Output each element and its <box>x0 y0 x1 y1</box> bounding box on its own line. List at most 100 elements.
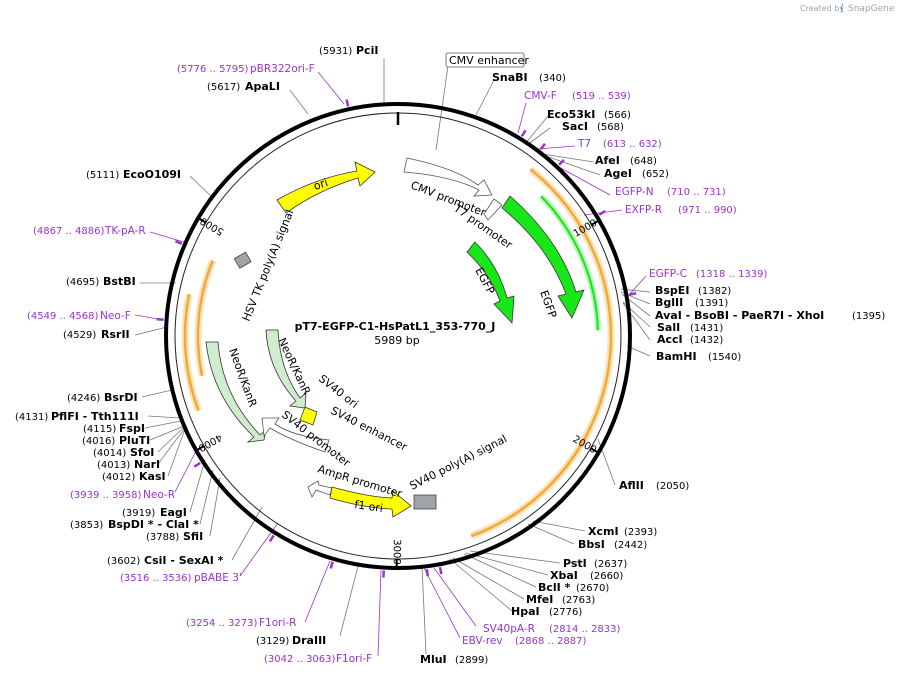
site-name: AvaI - BsoBI - PaeR7I - XhoI <box>655 309 824 322</box>
feature-sv40-enhancer: SV40 enhancer <box>329 404 410 454</box>
site-pos: (1540) <box>708 352 741 363</box>
neor-outer-arrow <box>205 341 267 443</box>
site-pos: (4014) <box>93 448 126 459</box>
primer-name: EGFP-C <box>649 268 687 280</box>
site-name: XcmI <box>588 525 619 538</box>
primer-name: EBV-rev <box>462 635 503 647</box>
credit-brand: SnapGene <box>848 4 895 14</box>
ampr-promoter-arrow <box>307 480 333 498</box>
site-name: SacI <box>562 120 588 133</box>
orf-arc <box>470 168 613 538</box>
site-pos: (568) <box>597 122 624 133</box>
scale-tick-label: 4000 <box>196 431 224 453</box>
primer-mark <box>598 209 606 216</box>
site-pos: (4131) <box>15 412 48 423</box>
site-name: NarI <box>134 458 160 471</box>
site-name: PluTI <box>119 434 150 447</box>
site-name: AfeI <box>595 154 620 167</box>
site-pos: (652) <box>642 169 669 180</box>
primer-name: pBR322ori-F <box>250 63 315 75</box>
scale-tick <box>590 219 601 226</box>
primer-mark <box>425 569 429 577</box>
site-pos: (3788) <box>146 532 179 543</box>
primer-range: (2814 .. 2833) <box>549 624 621 635</box>
site-pos: (4246) <box>67 393 100 404</box>
plasmid-name: pT7-EGFP-C1-HsPatL1_353-770_J <box>295 320 496 333</box>
primer-range: (3516 .. 3536) <box>120 573 192 584</box>
site-pos: (2763) <box>562 595 595 606</box>
site-name: BsrDI <box>104 391 138 404</box>
site-name: EcoO109I <box>123 168 181 181</box>
feature-sv40-polya: SV40 poly(A) signal <box>407 432 509 492</box>
primer-mark <box>629 292 637 296</box>
site-pos: (3129) <box>256 636 289 647</box>
site-name: SalI <box>657 321 680 334</box>
site-name: RsrII <box>101 328 130 341</box>
site-name: BstBI <box>103 275 136 288</box>
primer-range: (4549 .. 4568) <box>27 311 99 322</box>
egfp-outer-arrow <box>501 195 585 319</box>
site-name: XbaI <box>550 569 578 582</box>
snapgene-logo-icon: ⟨ <box>840 3 844 14</box>
hsv-tk-polya-box <box>233 251 252 269</box>
site-pos: (2670) <box>576 583 609 594</box>
site-pos: (2050) <box>656 481 689 492</box>
feature-egfp-outer: EGFP <box>537 289 559 321</box>
primer-labels: (5776 .. 5795) pBR322ori-F CMV-F (519 ..… <box>27 63 768 665</box>
orf-arc <box>183 293 200 412</box>
primer-mark <box>520 129 527 137</box>
primer-range: (3042 .. 3063) <box>264 654 336 665</box>
t7-promoter-arrow <box>483 198 503 221</box>
site-name: BspDI * - ClaI * <box>108 518 199 531</box>
neor-inner-arrow <box>265 329 307 409</box>
site-name: PciI <box>356 44 378 57</box>
site-pos: (2393) <box>624 527 657 538</box>
site-name: SfiI <box>183 530 203 543</box>
primer-name: EGFP-N <box>615 186 654 198</box>
egfp-inner-arrow <box>466 241 515 324</box>
site-name: PflFI - Tth111I <box>51 410 139 423</box>
site-name: SfoI <box>130 446 154 459</box>
primer-range: (971 .. 990) <box>678 205 737 216</box>
site-pos: (566) <box>604 110 631 121</box>
feature-hsv-tk-polya: HSV TK poly(A) signal <box>240 208 297 323</box>
site-pos: (648) <box>630 156 657 167</box>
scale-tick-label: 3000 <box>391 539 402 565</box>
site-pos: (3919) <box>122 508 155 519</box>
primer-mark <box>174 239 183 245</box>
sv40-polya-box <box>413 494 437 510</box>
site-pos: (4529) <box>63 330 96 341</box>
orf-arc <box>196 260 214 377</box>
site-pos: (5111) <box>86 170 119 181</box>
site-pos: (2442) <box>614 540 647 551</box>
sv40-ori-box <box>299 406 318 426</box>
site-name: AgeI <box>604 167 632 180</box>
site-pos: (2776) <box>549 607 582 618</box>
site-name: CsiI - SexAI * <box>144 554 224 567</box>
site-pos: (2899) <box>455 655 488 666</box>
site-name: BamHI <box>656 350 697 363</box>
ori-arrow <box>276 161 376 214</box>
site-pos: (4115) <box>83 424 116 435</box>
feature-cmv-enhancer: CMV enhancer <box>449 54 529 67</box>
primer-name: Neo-R <box>143 489 175 501</box>
primer-markers <box>156 99 637 578</box>
primer-range: (613 .. 632) <box>603 139 662 150</box>
primer-mark <box>539 142 546 151</box>
site-pos: (3602) <box>107 556 140 567</box>
primer-name: F1ori-F <box>336 653 372 665</box>
site-name: AflII <box>619 479 644 492</box>
primer-name: F1ori-R <box>259 617 296 629</box>
site-pos: (3853) <box>70 520 103 531</box>
primer-mark <box>329 561 334 569</box>
site-name: BbsI <box>578 538 605 551</box>
scale-tick <box>196 216 207 224</box>
site-pos: (4013) <box>97 460 130 471</box>
feature-ori: ori <box>312 176 330 193</box>
restriction-site-labels: (5931) PciI SnaBI (340) (5617) ApaLI Eco… <box>15 44 885 666</box>
site-pos: (5617) <box>207 82 240 93</box>
scale-tick-label: 5000 <box>198 215 226 237</box>
site-name: PstI <box>563 557 587 570</box>
